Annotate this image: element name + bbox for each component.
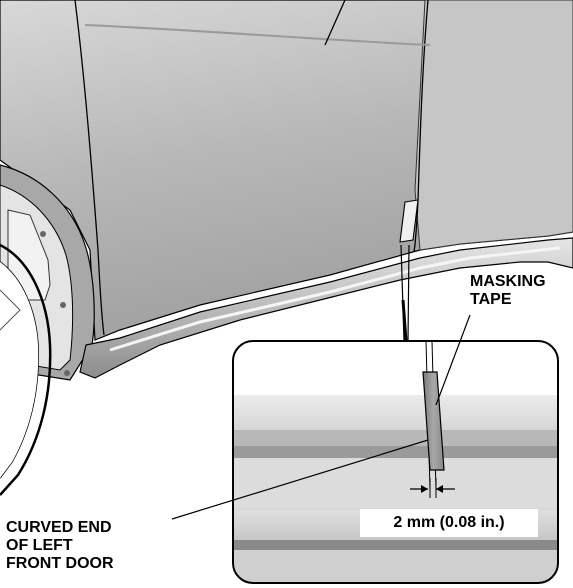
fender-clip-3 [64,370,70,376]
curved-end-label-line-2: OF LEFT [6,537,73,554]
leader-curved-end [171,439,429,520]
curved-end-label-line-3: FRONT DOOR [6,555,114,572]
detail-view [233,341,558,583]
zoom-thick [401,299,408,342]
front-door-edge [74,0,105,336]
dimension-label: 2 mm (0.08 in.) [360,509,538,537]
curved-end-label: CURVED END OF LEFT FRONT DOOR [6,519,114,573]
leader-masking-tape [435,314,471,406]
fender-clip-2 [60,302,66,308]
curved-end-label-line-1: CURVED END [6,519,112,536]
masking-tape-label-line-2: TAPE [470,291,512,308]
zoom-line-right [407,244,410,342]
fender-clip-1 [40,231,46,237]
tire-face [0,262,39,478]
rear-door-panel [414,0,573,251]
leader-top [324,0,346,46]
tape-on-car [399,199,419,243]
masking-tape-label-line-1: MASKING [470,273,546,290]
detail-frame [232,340,559,584]
tire-outer [0,243,52,496]
sill-highlight [109,246,561,352]
wheel-spoke-1 [0,289,21,331]
character-line [84,24,431,46]
door-gap [413,0,429,253]
masking-tape-label: MASKING TAPE [470,273,546,309]
